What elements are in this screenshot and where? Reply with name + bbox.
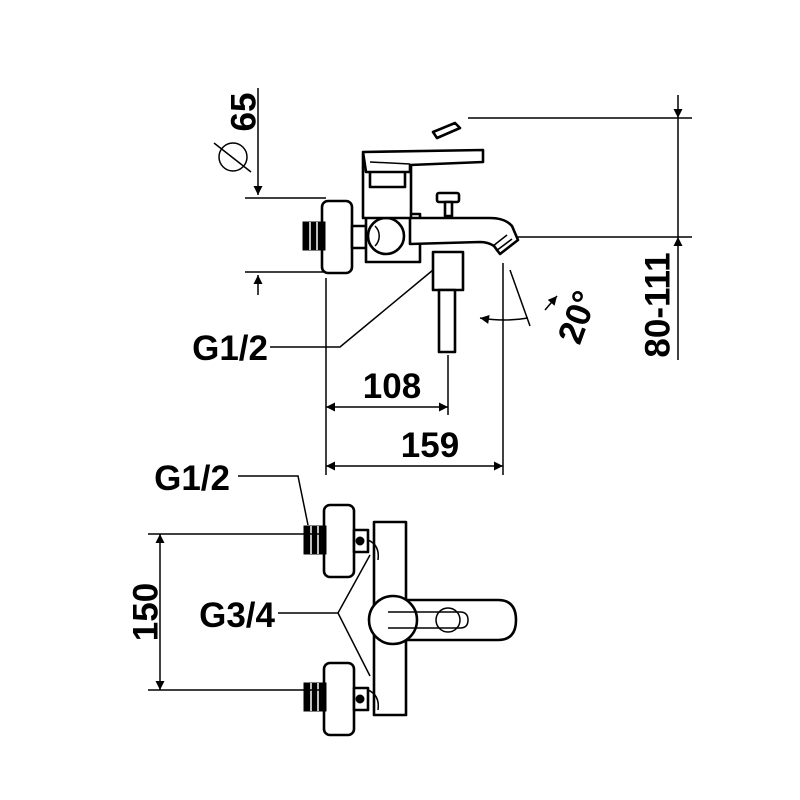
- front-lever-handle: [367, 594, 518, 646]
- diameter-symbol: [218, 142, 248, 172]
- side-view: 65 G1/2 108 159 80-111 20°: [192, 88, 692, 475]
- front-upper-connector: [303, 503, 370, 579]
- front-view: 150 G1/2 G3/4: [126, 459, 518, 737]
- label-side-g12: G1/2: [192, 329, 268, 368]
- front-dimension-lines: [148, 475, 371, 691]
- dim-108: 108: [363, 367, 421, 406]
- front-lower-connector: [303, 661, 370, 737]
- side-hose-outlet: [431, 250, 465, 354]
- dim-80-111: 80-111: [638, 252, 677, 357]
- label-front-g12: G1/2: [154, 459, 230, 498]
- side-spout: [408, 216, 520, 256]
- side-wall-flange: [302, 199, 368, 275]
- side-dimension-lines: [213, 88, 692, 475]
- side-diverter-knob: [435, 191, 461, 218]
- lever-position-sketch: [431, 121, 462, 140]
- dim-150: 150: [126, 583, 165, 641]
- dim-diameter-65: 65: [224, 93, 263, 132]
- label-front-g34: G3/4: [199, 596, 275, 635]
- side-lever-handle: [361, 148, 485, 174]
- dim-159: 159: [401, 426, 459, 465]
- angle-20-degrees: 20°: [551, 286, 606, 349]
